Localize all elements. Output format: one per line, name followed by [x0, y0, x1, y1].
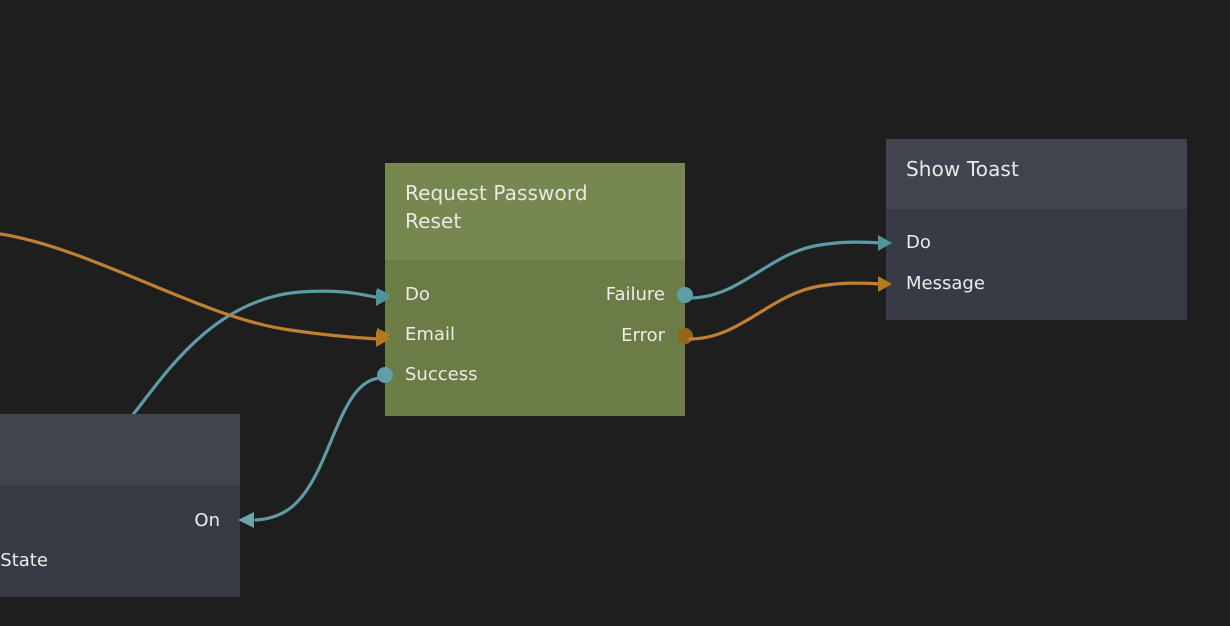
- wire-success-to-on-arrowhead: [238, 512, 254, 528]
- pin-row-output-failure[interactable]: Failure: [606, 283, 665, 307]
- data-arrow-icon[interactable]: [877, 275, 895, 293]
- node-switch[interactable]: tch On rent State: [0, 414, 240, 597]
- data-circle-icon-error[interactable]: [676, 327, 694, 345]
- exec-arrow-icon[interactable]: [376, 286, 394, 304]
- node-show-toast[interactable]: Show Toast Do Message: [878, 139, 1187, 320]
- pin-label-output-failure: Failure: [605, 284, 665, 305]
- pin-row-input-do[interactable]: Do: [906, 231, 931, 255]
- pin-label-input-success: Success: [405, 364, 478, 385]
- pin-row-input-email[interactable]: Email: [405, 323, 455, 347]
- pin-label-input-message: Message: [906, 273, 985, 294]
- node-title-request-password-reset: Request Password Reset: [385, 163, 685, 260]
- data-arrow-icon[interactable]: [376, 326, 394, 344]
- data-circle-icon-failure[interactable]: [676, 286, 694, 304]
- node-title-switch: tch: [0, 414, 240, 485]
- pin-label-input-do: Do: [405, 284, 430, 305]
- pin-row-input-current-state[interactable]: rent State: [0, 549, 48, 573]
- wire-switch-to-do: [118, 289, 382, 432]
- node-title-show-toast: Show Toast: [886, 139, 1187, 209]
- node-body-show-toast: Do Message: [878, 209, 1187, 320]
- pin-label-output-on: On: [194, 510, 220, 531]
- node-body-request-password-reset: Do Email Success: [377, 260, 693, 416]
- pin-label-output-error: Error: [621, 325, 665, 346]
- pin-row-input-message[interactable]: Message: [906, 272, 985, 296]
- exec-arrow-icon[interactable]: [877, 234, 895, 252]
- wire-error-to-message: [688, 281, 886, 341]
- wire-failure-to-do: [688, 240, 886, 300]
- wire-offscreen-to-email: [0, 232, 380, 341]
- node-body-switch: On rent State: [0, 485, 240, 597]
- pin-label-input-current-state: rent State: [0, 550, 48, 571]
- pin-row-input-do[interactable]: Do: [405, 283, 430, 307]
- pin-row-input-success[interactable]: Success: [405, 363, 477, 387]
- pin-row-output-on[interactable]: On: [194, 509, 220, 533]
- pin-label-input-email: Email: [405, 324, 455, 345]
- node-request-password-reset[interactable]: Request Password Reset Do Email: [377, 163, 693, 416]
- pin-label-input-do: Do: [906, 232, 931, 253]
- pin-row-output-error[interactable]: Error: [621, 324, 665, 348]
- data-circle-icon-success[interactable]: [376, 366, 394, 384]
- wire-success-to-on: [254, 376, 384, 522]
